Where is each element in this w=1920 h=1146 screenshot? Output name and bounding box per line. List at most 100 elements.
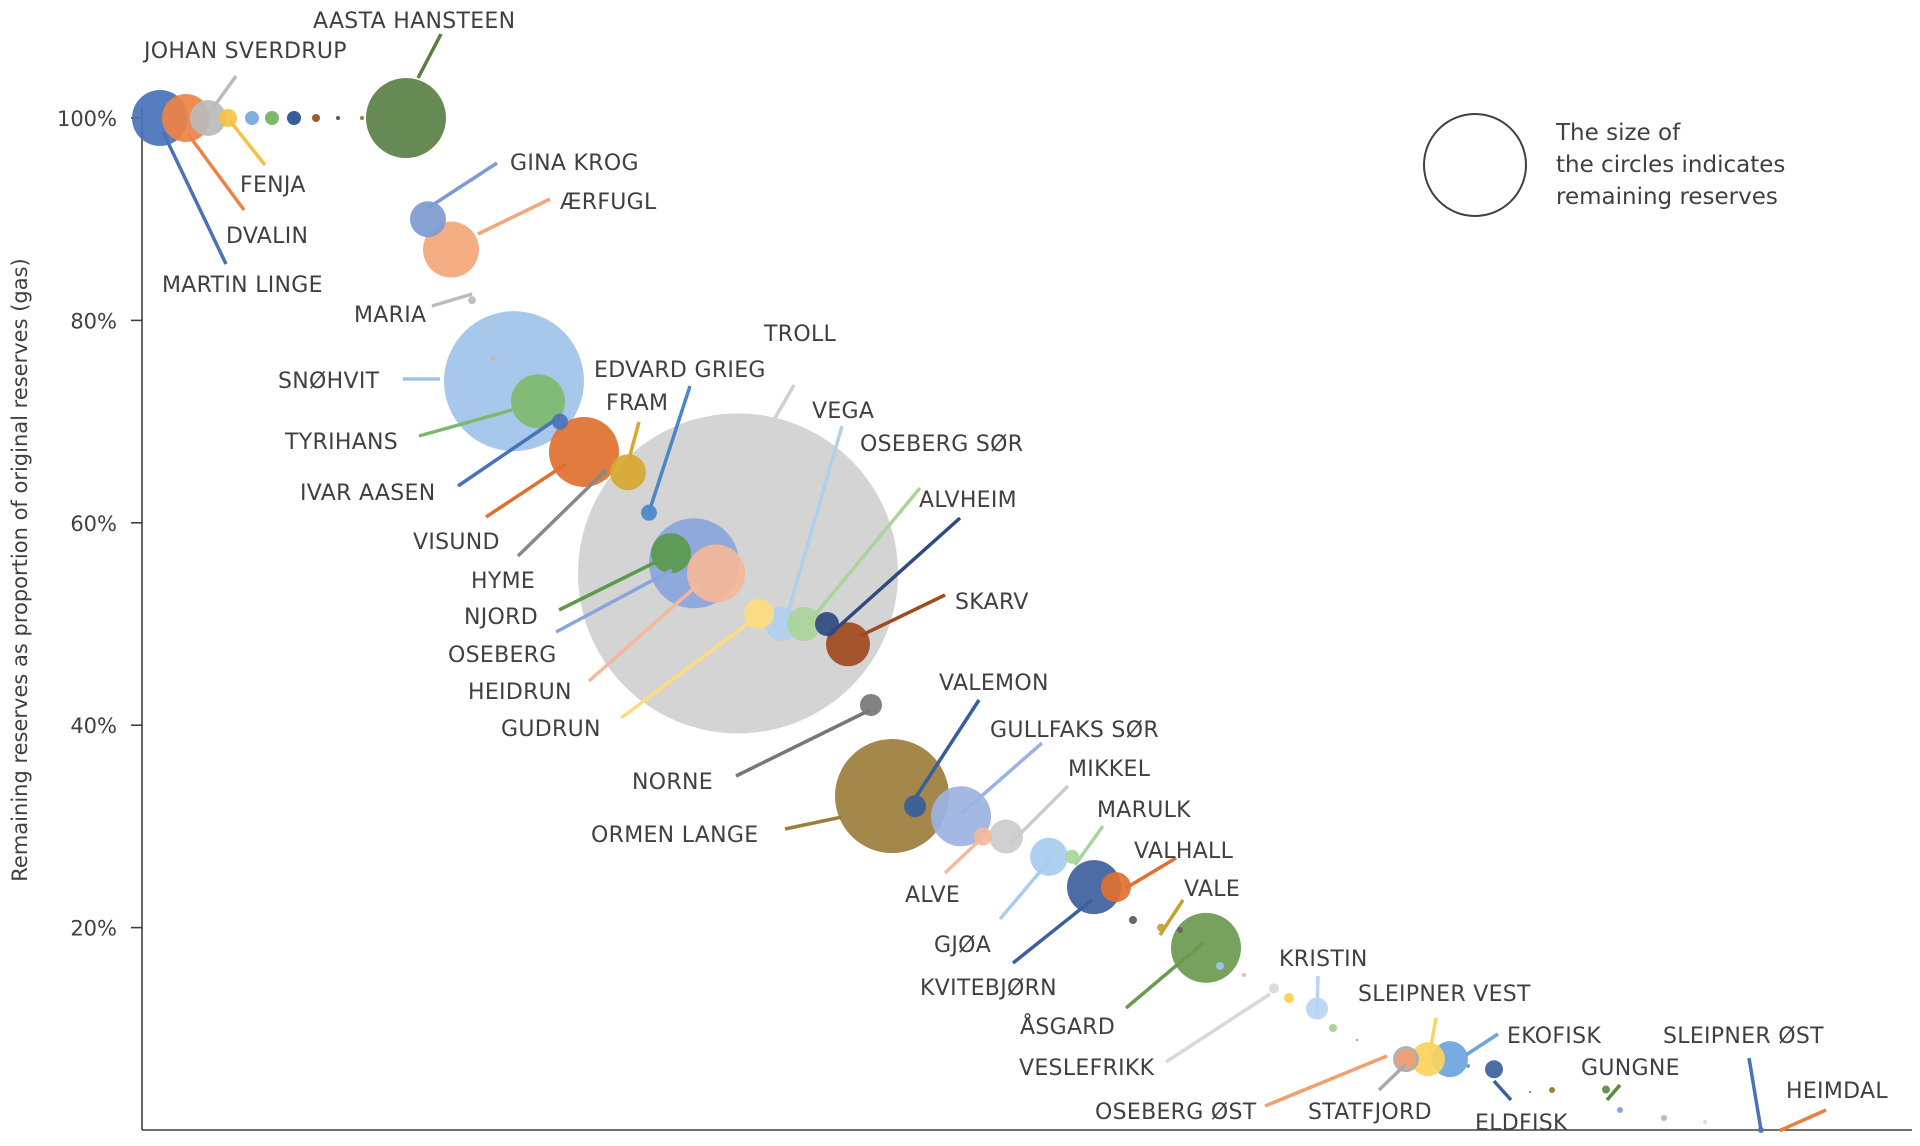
label-kvitebj-rn: KVITEBJØRN xyxy=(920,976,1057,1001)
y-tick-label: 20% xyxy=(70,917,117,941)
leader-maria xyxy=(431,292,473,308)
leader-edvard-grieg xyxy=(647,385,692,513)
bubble-njord xyxy=(651,533,691,574)
bubble-ivar-aasen xyxy=(552,413,568,430)
leader-njord xyxy=(558,559,659,612)
label-norne: NORNE xyxy=(632,770,713,795)
bubble-skarv xyxy=(826,622,870,667)
leader-vale xyxy=(1158,899,1185,936)
label-gj-a: GJØA xyxy=(934,933,991,958)
y-tick-label: 40% xyxy=(70,714,117,738)
bubble--sgard xyxy=(1171,912,1241,983)
label-alve: ALVE xyxy=(905,883,960,908)
small-field-dot xyxy=(336,116,340,120)
label-vale: VALE xyxy=(1184,877,1240,902)
small-field-dot xyxy=(1216,962,1224,970)
leader-alvheim xyxy=(826,516,962,638)
label-maria: MARIA xyxy=(354,303,426,328)
label--sgard: ÅSGARD xyxy=(1020,1013,1115,1040)
small-field-dot xyxy=(1703,1120,1707,1124)
leader-ivar-aasen xyxy=(457,418,556,488)
leader-statfjord xyxy=(1377,1062,1408,1092)
small-field-dot xyxy=(1549,1087,1555,1093)
label-veslefrikk: VESLEFRIKK xyxy=(1019,1056,1155,1081)
leader-sleipner-vest xyxy=(1428,1017,1438,1053)
leader-heimdal xyxy=(1780,1108,1827,1132)
label-ormen-lange: ORMEN LANGE xyxy=(591,823,758,848)
label-oseberg-s-r: OSEBERG SØR xyxy=(860,432,1023,457)
label-sn-hvit: SNØHVIT xyxy=(278,369,380,394)
bubble-visund xyxy=(549,416,619,487)
leader-alve xyxy=(943,836,984,875)
leader-dvalin xyxy=(186,132,246,212)
small-field-dot xyxy=(1329,1024,1337,1032)
bubble-fram xyxy=(610,454,646,491)
leader-visund xyxy=(485,462,567,519)
leader-ekofisk xyxy=(1465,1032,1499,1057)
small-field-dot xyxy=(245,111,259,125)
label-mikkel: MIKKEL xyxy=(1068,757,1151,782)
bubble-johan-sverdrup xyxy=(190,100,226,136)
leader-veslefrikk xyxy=(1165,992,1271,1064)
small-field-dot xyxy=(383,117,385,119)
leader-skarv xyxy=(859,593,946,638)
bubbles xyxy=(132,78,1783,1133)
leader-oseberg-s-r xyxy=(808,486,922,623)
small-field-dot xyxy=(1242,973,1246,977)
y-axis-label: Remaining reserves as proportion of orig… xyxy=(8,258,32,881)
label-heimdal: HEIMDAL xyxy=(1786,1079,1888,1104)
label-tyrihans: TYRIHANS xyxy=(284,430,398,455)
leader-troll xyxy=(773,384,796,419)
small-field-dot xyxy=(265,111,279,125)
label-valhall: VALHALL xyxy=(1134,839,1234,864)
label-troll: TROLL xyxy=(763,322,836,347)
leader-hyme xyxy=(516,471,605,558)
small-field-dot xyxy=(1284,993,1294,1003)
small-field-dot xyxy=(1661,1115,1667,1121)
label--rfugl: ÆRFUGL xyxy=(560,190,657,215)
bubble-maria xyxy=(468,296,476,305)
bubble-alvheim xyxy=(815,612,839,636)
leader-gina-krog xyxy=(427,161,498,210)
leader-fram xyxy=(627,421,641,460)
small-field-dot xyxy=(312,114,320,122)
label-heidrun: HEIDRUN xyxy=(468,680,572,705)
leader-kristin xyxy=(1315,975,1320,1015)
leader-johan-sverdrup xyxy=(211,74,238,110)
legend-circle xyxy=(1423,113,1527,217)
leader-vega xyxy=(785,425,844,617)
y-tick-label: 60% xyxy=(70,512,117,536)
label-gina-krog: GINA KROG xyxy=(510,151,639,176)
label-fenja: FENJA xyxy=(240,173,306,198)
label-oseberg: OSEBERG xyxy=(448,643,557,668)
label-kristin: KRISTIN xyxy=(1279,947,1368,972)
small-field-dot xyxy=(1617,1107,1623,1113)
leader-marulk xyxy=(1073,824,1105,867)
bubble-marulk xyxy=(1065,849,1079,864)
label-visund: VISUND xyxy=(413,530,500,555)
label-fram: FRAM xyxy=(606,391,668,416)
bubble-gungne xyxy=(1602,1085,1610,1094)
leader-gudrun xyxy=(619,617,756,720)
small-field-dot xyxy=(490,355,496,361)
leader-tyrihans xyxy=(418,408,513,438)
leader-martin-linge xyxy=(161,131,228,265)
label-ivar-aasen: IVAR AASEN xyxy=(300,481,436,506)
bubble-valhall xyxy=(1101,872,1131,903)
leader-gullfaks-s-r xyxy=(959,741,1044,816)
bubble-veslefrikk xyxy=(1269,983,1279,994)
label-edvard-grieg: EDVARD GRIEG xyxy=(594,358,766,383)
bubble-kvitebj-rn xyxy=(1067,860,1121,915)
leader-lines xyxy=(161,33,1827,1132)
small-field-dot xyxy=(1177,927,1183,933)
bubble-heidrun xyxy=(687,544,745,603)
leader-oseberg xyxy=(555,568,673,634)
leader-fenja xyxy=(228,119,267,167)
leader-norne xyxy=(735,708,871,778)
leader-kvitebj-rn xyxy=(1011,898,1094,965)
bubble--rfugl xyxy=(423,221,479,278)
bubble-valemon xyxy=(904,795,926,818)
small-field-dot xyxy=(360,116,364,120)
axes: 20%40%60%80%100% xyxy=(57,107,1912,1131)
